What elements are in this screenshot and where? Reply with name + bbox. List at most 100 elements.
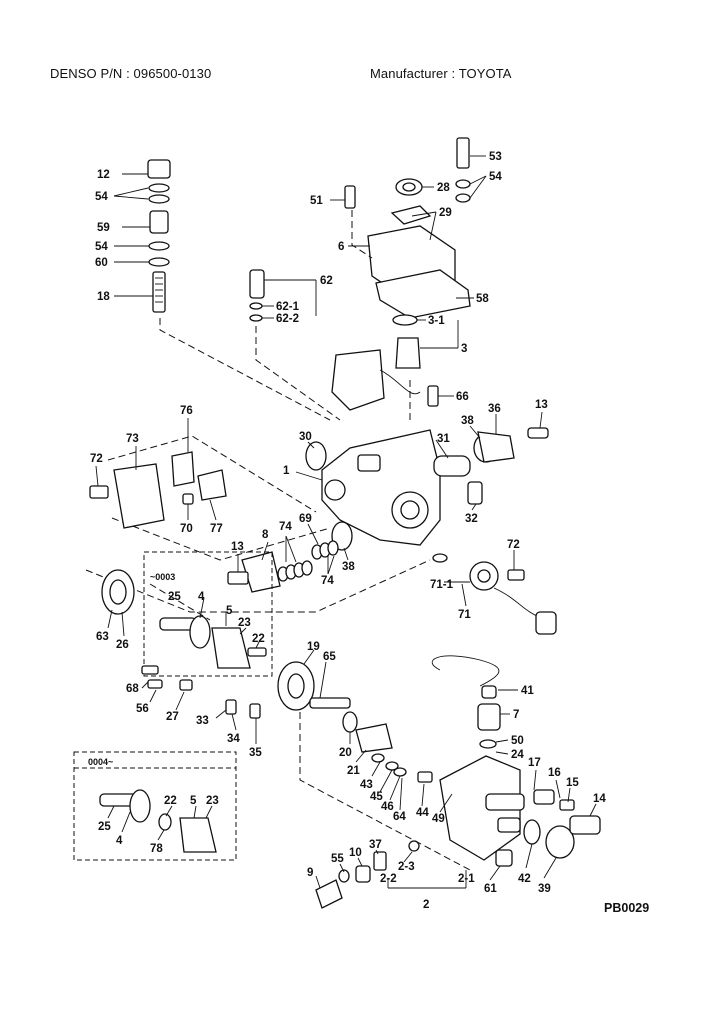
part-label: 15 — [566, 777, 579, 789]
part-label: 63 — [96, 631, 109, 643]
part-label: 18 — [97, 291, 110, 303]
bracket-group — [89, 451, 339, 593]
leader-lines — [95, 155, 597, 889]
lower-assembly — [277, 655, 601, 909]
part-label: 59 — [97, 222, 110, 234]
part-label: 20 — [339, 747, 352, 759]
part-label: 74 — [321, 575, 334, 587]
part-label: 43 — [360, 779, 373, 791]
part-label: 74 — [279, 521, 292, 533]
part-label: 69 — [299, 513, 312, 525]
part-label: 49 — [432, 813, 445, 825]
part-label: 29 — [439, 207, 452, 219]
part-label: 24 — [511, 749, 524, 761]
part-label: 19 — [307, 641, 320, 653]
part-label: 44 — [416, 807, 429, 819]
part-label: 39 — [538, 883, 551, 895]
part-label: 68 — [126, 683, 139, 695]
part-label: 70 — [180, 523, 193, 535]
part-label: 54 — [95, 241, 108, 253]
part-label: 64 — [393, 811, 406, 823]
part-label: 32 — [465, 513, 478, 525]
pump-housing — [305, 427, 549, 563]
part-label: 5 — [190, 795, 197, 807]
part-label: 66 — [456, 391, 469, 403]
inset-serial-after: 0004~ — [88, 757, 113, 767]
part-label: 35 — [249, 747, 262, 759]
inset-serial-before: ~0003 — [150, 572, 175, 582]
part-label: 62-2 — [276, 313, 299, 325]
part-label: 45 — [370, 791, 383, 803]
part-label: 8 — [262, 529, 269, 541]
part-label: 4 — [198, 591, 205, 603]
part-label: 41 — [521, 685, 534, 697]
part-label: 16 — [548, 767, 561, 779]
part-label: 53 — [489, 151, 502, 163]
part-label: 42 — [518, 873, 531, 885]
part-label: 3-1 — [428, 315, 445, 327]
part-label: 17 — [528, 757, 541, 769]
part-label: 10 — [349, 847, 362, 859]
governor-cover-group — [249, 137, 471, 411]
part-label: 4 — [116, 835, 123, 847]
part-number: DENSO P/N : 096500-0130 — [50, 66, 212, 81]
part-label: 13 — [535, 399, 548, 411]
part-label: 14 — [593, 793, 606, 805]
part-label: 71-1 — [430, 579, 454, 591]
part-label: 78 — [150, 843, 163, 855]
part-label: 50 — [511, 735, 524, 747]
part-label: 2-1 — [458, 873, 475, 885]
inset-before-0003 — [101, 551, 273, 719]
part-label: 71 — [458, 609, 471, 621]
part-label: 73 — [126, 433, 139, 445]
part-label: 26 — [116, 639, 129, 651]
part-label: 1 — [283, 465, 290, 477]
part-label: 22 — [164, 795, 177, 807]
part-label: 55 — [331, 853, 344, 865]
part-label: 27 — [166, 711, 179, 723]
part-label: 36 — [488, 403, 501, 415]
part-label: 12 — [97, 169, 110, 181]
part-label: 51 — [310, 195, 323, 207]
part-label: 25 — [168, 591, 181, 603]
part-label: 46 — [381, 801, 394, 813]
figure-code: PB0029 — [604, 901, 649, 915]
part-label: 65 — [323, 651, 336, 663]
inset-after-0004 — [73, 751, 237, 861]
manufacturer: Manufacturer : TOYOTA — [370, 66, 512, 81]
part-label: 38 — [461, 415, 474, 427]
part-label: 28 — [437, 182, 450, 194]
part-label: 25 — [98, 821, 111, 833]
part-label: 23 — [206, 795, 219, 807]
part-label: 38 — [342, 561, 355, 573]
part-label: 76 — [180, 405, 193, 417]
part-label: 58 — [476, 293, 489, 305]
part-label: 54 — [489, 171, 502, 183]
part-label: 3 — [461, 343, 467, 355]
part-label: 21 — [347, 765, 360, 777]
part-label: 77 — [210, 523, 223, 535]
part-label: 62-1 — [276, 301, 300, 313]
part-label: 62 — [320, 275, 333, 287]
part-label: 22 — [252, 633, 265, 645]
part-label: 34 — [227, 733, 240, 745]
part-label: 23 — [238, 617, 251, 629]
part-label: 2 — [423, 899, 429, 911]
part-label: 72 — [90, 453, 103, 465]
part-label: 7 — [513, 709, 519, 721]
part-label: 72 — [507, 539, 520, 551]
left-fastener-stack — [147, 159, 171, 313]
part-label: 54 — [95, 191, 108, 203]
part-label: 13 — [231, 541, 244, 553]
part-label: 37 — [369, 839, 382, 851]
part-label: 6 — [338, 241, 344, 253]
part-label: 60 — [95, 257, 108, 269]
part-label: 33 — [196, 715, 209, 727]
assembly-guide-lines — [85, 210, 471, 871]
part-label: 2-2 — [380, 873, 397, 885]
part-label: 61 — [484, 883, 497, 895]
part-label: 56 — [136, 703, 149, 715]
part-label: 2-3 — [398, 861, 415, 873]
part-label: 9 — [307, 867, 313, 879]
